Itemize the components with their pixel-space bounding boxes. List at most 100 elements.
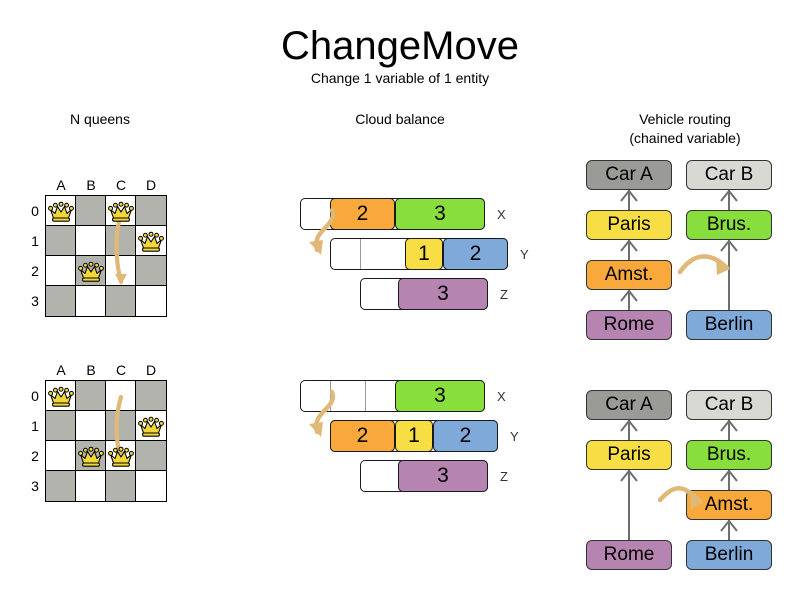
cloud-process-3-x-1[interactable]: 3 — [395, 380, 485, 412]
vrp-node-label: Brus. — [706, 444, 752, 465]
vrp-node-cara-1[interactable]: Car A — [586, 390, 672, 420]
vrp-node-paris-1[interactable]: Paris — [586, 440, 672, 470]
cloud-computer-label-x-0: X — [497, 207, 506, 222]
vrp-node-label: Rome — [603, 544, 655, 565]
board-row-label-0: 0 — [31, 203, 39, 219]
vrp-node-carb-1[interactable]: Car B — [686, 390, 772, 420]
vrp-chain-link-b-r0 — [728, 190, 731, 210]
board-cell-A2[interactable] — [46, 441, 76, 471]
cloud-process-2-x-0[interactable]: 2 — [330, 198, 395, 230]
cloud-process-1-y-0[interactable]: 1 — [405, 238, 443, 270]
queen-A0[interactable] — [46, 381, 76, 411]
vrp-node-brus-1[interactable]: Brus. — [686, 440, 772, 470]
cloud-process-2-y-1[interactable]: 2 — [433, 420, 498, 452]
cloud-process-label: 1 — [408, 424, 420, 447]
cloud-computer-label-z-1: Z — [500, 469, 508, 484]
vrp-node-amst-0[interactable]: Amst. — [586, 260, 672, 290]
board-cell-D2[interactable] — [136, 441, 166, 471]
cloud-process-label: 3 — [434, 202, 446, 225]
vrp-arrow-head — [720, 420, 738, 432]
section-heading-cloud-balance: Cloud balance — [355, 111, 445, 127]
board-cell-grid — [46, 196, 76, 226]
vrp-node-rome-0[interactable]: Rome — [586, 310, 672, 340]
vrp-node-amst-1[interactable]: Amst. — [686, 490, 772, 520]
vrp-node-label: Brus. — [706, 214, 752, 235]
board-cell-B3[interactable] — [76, 471, 106, 501]
queen-D1[interactable] — [136, 411, 166, 441]
vrp-node-paris-0[interactable]: Paris — [586, 210, 672, 240]
board-cell-D3[interactable] — [136, 286, 166, 316]
queen-B2[interactable] — [76, 256, 106, 286]
board-cell-grid — [136, 226, 166, 256]
board-cell-B0[interactable] — [76, 381, 106, 411]
section-heading-n-queens: N queens — [70, 111, 130, 127]
board-column-label-d: D — [145, 362, 157, 378]
vrp-node-berlin-0[interactable]: Berlin — [686, 310, 772, 340]
vrp-node-cara-0[interactable]: Car A — [586, 160, 672, 190]
cloud-bar-divider — [330, 381, 331, 411]
board-cell-A3[interactable] — [46, 471, 76, 501]
vrp-node-label: Paris — [607, 444, 651, 465]
vrp-node-label: Car B — [704, 394, 754, 415]
vrp-chain-link-a-r1 — [728, 470, 731, 490]
cloud-process-3-z-1[interactable]: 3 — [398, 460, 488, 492]
vrp-node-label: Paris — [607, 214, 651, 235]
vrp-node-label: Car B — [704, 164, 754, 185]
board-column-label-c: C — [115, 177, 127, 193]
vrp-heading-line2: (chained variable) — [629, 130, 741, 146]
board-row-label-0: 0 — [31, 388, 39, 404]
board-cell-grid — [106, 471, 136, 501]
board-cell-grid — [46, 441, 76, 471]
cloud-process-1-y-1[interactable]: 1 — [395, 420, 433, 452]
board-cell-D0[interactable] — [136, 381, 166, 411]
board-cell-A1[interactable] — [46, 226, 76, 256]
cloud-bar-row-z-1: 3 — [360, 460, 488, 492]
board-cell-grid — [76, 256, 106, 286]
board-cell-grid — [76, 381, 106, 411]
board-cell-A2[interactable] — [46, 256, 76, 286]
queen-B2[interactable] — [76, 441, 106, 471]
cloud-process-3-z-0[interactable]: 3 — [398, 278, 488, 310]
queen-C0[interactable] — [106, 196, 136, 226]
board-cell-D2[interactable] — [136, 256, 166, 286]
board-cell-D0[interactable] — [136, 196, 166, 226]
board-column-label-d: D — [145, 177, 157, 193]
board-row-label-1: 1 — [31, 418, 39, 434]
board-cell-A1[interactable] — [46, 411, 76, 441]
vrp-arrow-head — [620, 470, 638, 482]
board-row-label-3: 3 — [31, 293, 39, 309]
cloud-process-label: 2 — [459, 424, 472, 447]
page-subtitle: Change 1 variable of 1 entity — [310, 70, 490, 86]
board-cell-grid — [106, 226, 136, 256]
queen-D1[interactable] — [136, 226, 166, 256]
board-cell-B3[interactable] — [76, 286, 106, 316]
board-cell-A3[interactable] — [46, 286, 76, 316]
board-cell-grid — [136, 441, 166, 471]
board-cell-grid — [136, 381, 166, 411]
cloud-process-2-y-1[interactable]: 2 — [330, 420, 395, 452]
queen-C2[interactable] — [106, 441, 136, 471]
board-cell-grid — [46, 256, 76, 286]
board-column-label-a: A — [56, 177, 66, 193]
board-cell-B0[interactable] — [76, 196, 106, 226]
vrp-node-berlin-1[interactable]: Berlin — [686, 540, 772, 570]
section-heading-vehicle-routing: Vehicle routing (chained variable) — [590, 110, 780, 148]
vrp-node-rome-1[interactable]: Rome — [586, 540, 672, 570]
cloud-process-2-y-0[interactable]: 2 — [443, 238, 508, 270]
vrp-chain-link-b-r1 — [728, 240, 731, 310]
vrp-node-brus-0[interactable]: Brus. — [686, 210, 772, 240]
board-cell-B1[interactable] — [76, 226, 106, 256]
cloud-process-label: 1 — [418, 242, 430, 265]
queen-A0[interactable] — [46, 196, 76, 226]
board-cell-D3[interactable] — [136, 471, 166, 501]
board-cell-C3[interactable] — [106, 471, 136, 501]
board-cell-C3[interactable] — [106, 286, 136, 316]
vrp-node-label: Car A — [605, 164, 653, 185]
cloud-process-3-x-0[interactable]: 3 — [395, 198, 485, 230]
vrp-arrow-head — [720, 190, 738, 202]
vrp-node-carb-0[interactable]: Car B — [686, 160, 772, 190]
board-cell-B1[interactable] — [76, 411, 106, 441]
